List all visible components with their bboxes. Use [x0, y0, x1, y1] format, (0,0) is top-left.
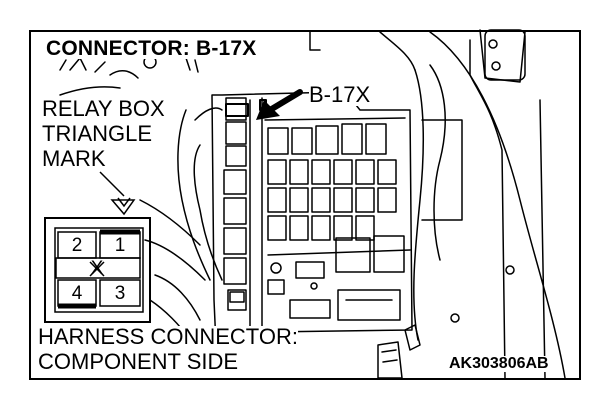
harness-line-2: COMPONENT SIDE [38, 349, 239, 374]
pin-label-4: 4 [71, 283, 83, 304]
relay-mark-line-1: RELAY BOX [42, 96, 165, 121]
figure-frame [29, 30, 581, 380]
triangle-mark-pointer [99, 171, 136, 216]
harness-line-1: HARNESS CONNECTOR: [38, 324, 298, 349]
relay-box-drawing [59, 29, 566, 379]
pin-label-1: 1 [114, 235, 126, 256]
figure-code: AK303806AB [449, 355, 549, 372]
pin-label-x: X [90, 258, 104, 279]
connector-face [44, 217, 151, 323]
callout-label: B-17X [309, 82, 371, 107]
pin-label-2: 2 [71, 235, 83, 256]
figure-title: CONNECTOR: B-17X [46, 37, 257, 60]
relay-mark-line-3: MARK [42, 146, 106, 171]
relay-mark-line-2: TRIANGLE [42, 121, 153, 146]
callout-arrow [256, 89, 303, 120]
pin-label-3: 3 [114, 283, 126, 304]
